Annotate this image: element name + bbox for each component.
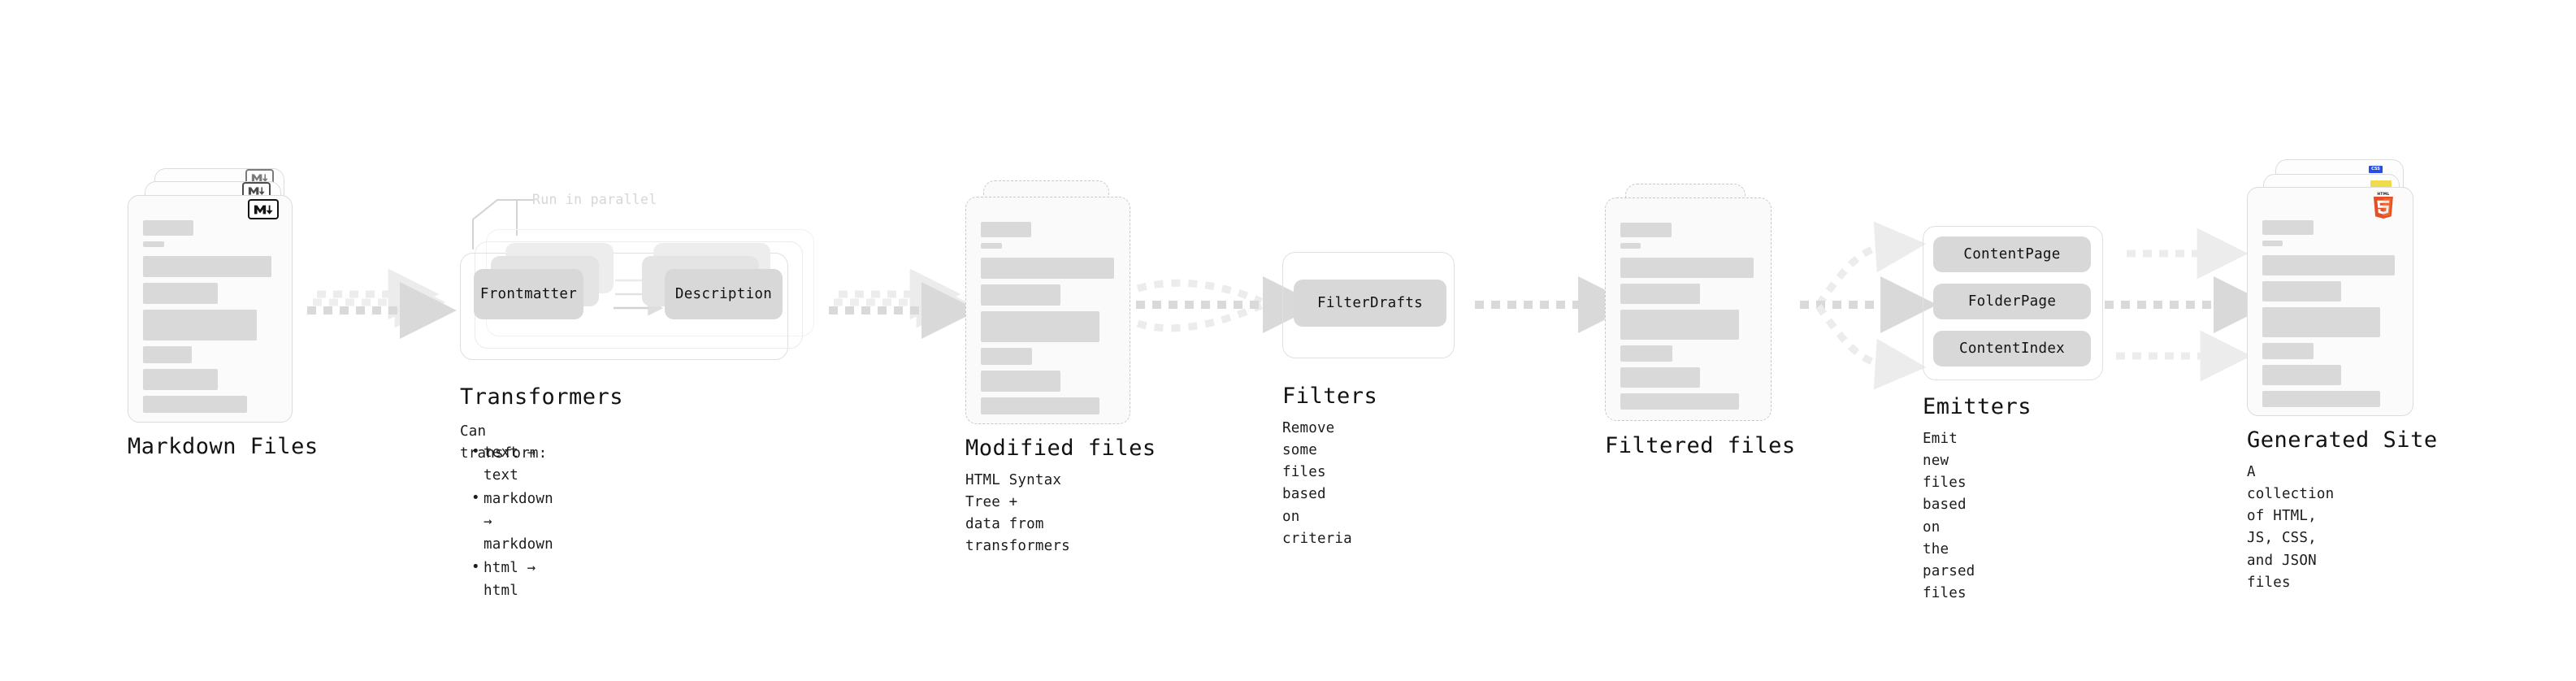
bullet-item: markdown → markdown: [471, 487, 553, 557]
markdown-card-front: [128, 195, 293, 423]
modified-files-desc: HTML Syntax Tree + data from transformer…: [965, 472, 1070, 555]
bullet-item: html → html: [471, 556, 553, 603]
connector-filtered-to-emitters: [1800, 221, 1937, 390]
run-in-parallel-label: Run in parallel: [532, 192, 657, 207]
modified-card-content: [966, 197, 1130, 423]
content-bar: [143, 396, 247, 413]
content-bar: [1620, 345, 1672, 362]
stage-title-filters: Filters: [1282, 384, 1378, 409]
filtered-card-content: [1606, 198, 1771, 420]
connector-modified-to-filters: [1136, 276, 1320, 333]
generated-site-desc: A collection of HTML, JS, CSS, and JSON …: [2247, 464, 2335, 591]
stage-title-markdown-files: Markdown Files: [128, 434, 319, 459]
stage-title-filtered-files: Filtered files: [1605, 433, 1796, 458]
content-bar: [981, 222, 1031, 237]
content-bar: [2262, 255, 2395, 275]
content-bar: [1620, 243, 1641, 249]
transformers-layer-front: [460, 253, 788, 360]
css-badge-label: CSS: [2371, 167, 2380, 171]
modified-card-front: [965, 197, 1130, 424]
content-bar: [1620, 310, 1739, 340]
content-bar: [143, 346, 192, 363]
content-bar: [1620, 367, 1700, 388]
content-bar: [2262, 365, 2341, 385]
content-bar: [143, 256, 271, 277]
stage-title-emitters: Emitters: [1923, 394, 2032, 419]
content-bar: [1620, 258, 1754, 278]
content-bar: [143, 369, 218, 390]
css-badge: CSS: [2369, 166, 2383, 173]
content-bar: [143, 241, 164, 247]
content-bar: [143, 220, 193, 236]
emitter-chip-contentpage[interactable]: ContentPage: [1933, 236, 2091, 272]
stage-title-transformers: Transformers: [460, 384, 624, 410]
site-card-content: [2248, 188, 2413, 415]
content-bar: [143, 310, 257, 340]
html5-badge: HTML: [2371, 192, 2396, 219]
emitter-chip-contentindex[interactable]: ContentIndex: [1933, 331, 2091, 367]
emitter-chip-folderpage[interactable]: FolderPage: [1933, 284, 2091, 319]
content-bar: [981, 371, 1060, 392]
content-bar: [1620, 284, 1700, 304]
filtered-card-front: [1605, 197, 1772, 421]
filters-desc: Remove some files based on criteria: [1282, 420, 1352, 547]
filter-chip-filterdrafts[interactable]: FilterDrafts: [1294, 280, 1446, 327]
content-bar: [981, 243, 1002, 249]
filters-box: [1282, 252, 1455, 358]
content-bar: [981, 348, 1032, 365]
content-bar: [2262, 343, 2314, 359]
emitters-box: [1923, 226, 2103, 380]
emitters-desc: Emit new files based on the parsed files: [1923, 431, 1975, 601]
content-bar: [2262, 391, 2380, 407]
connector-markdown-to-transformers: [307, 268, 457, 339]
content-bar: [1620, 393, 1739, 410]
content-bar: [2262, 220, 2314, 235]
stage-title-modified-files: Modified files: [965, 436, 1156, 461]
svg-text:HTML: HTML: [2377, 192, 2389, 197]
transformers-bullet-list: text → text markdown → markdown html → h…: [460, 440, 553, 603]
markdown-badge: [248, 199, 279, 219]
content-bar: [1620, 223, 1672, 237]
content-bar: [143, 283, 218, 304]
content-bar: [981, 284, 1060, 306]
content-bar: [2262, 307, 2380, 337]
content-bar: [2262, 281, 2341, 301]
bullet-item: text → text: [471, 440, 553, 488]
content-bar: [981, 311, 1099, 342]
transformer-chip-frontmatter[interactable]: Frontmatter: [474, 269, 583, 319]
connector-transformers-to-modified: [829, 268, 978, 339]
connector-emitters-to-site: [2105, 228, 2270, 382]
stage-title-generated-site: Generated Site: [2247, 427, 2438, 453]
markdown-card-content: [128, 196, 292, 422]
site-card-front: [2247, 187, 2413, 416]
transformer-chip-description[interactable]: Description: [665, 269, 783, 319]
content-bar: [2262, 241, 2283, 246]
content-bar: [981, 397, 1099, 414]
content-bar: [981, 258, 1114, 279]
